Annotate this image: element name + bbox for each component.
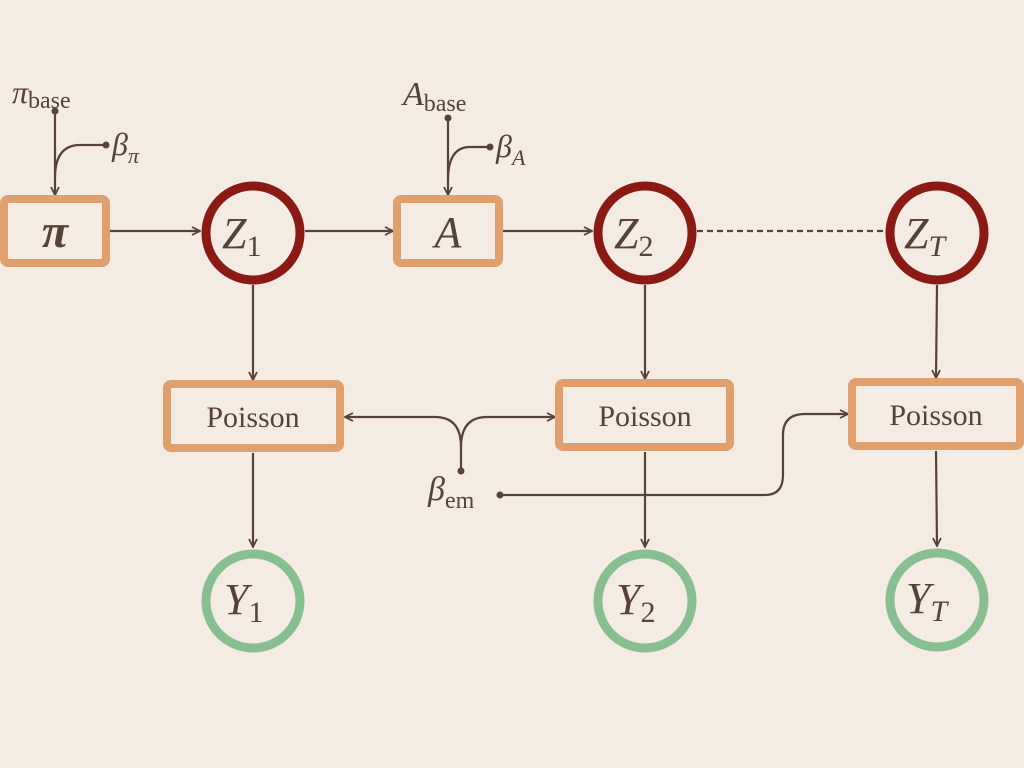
z2-label: Z2 [614,209,653,263]
poisson-node-t [848,378,1024,450]
beta-a-label: βA [495,128,526,170]
poisson-label-t: Poisson [889,399,982,432]
zt-node [885,181,989,285]
poisson-label-1: Poisson [206,401,299,434]
edge-betaem-pt [500,414,848,497]
edge-betaem-p2 [459,417,555,448]
y1-label: Y1 [224,575,263,629]
y1-node [201,549,305,653]
poisson-label-2: Poisson [598,400,691,433]
poisson-node-2 [555,379,734,451]
edge-betaem-p1 [345,417,463,471]
pi-node [0,195,110,267]
edge-zt-pt [936,284,937,378]
edge-betapi-pi [53,143,106,179]
yt-label: YT [906,574,949,628]
z1-label: Z1 [222,209,261,263]
edges [52,107,938,548]
yt-node [885,548,989,652]
a-node [393,195,503,267]
a-label: A [432,208,463,257]
y2-node [593,549,697,653]
y2-label: Y2 [616,575,655,629]
pi-label: π [42,205,70,258]
z2-node [593,181,697,285]
z1-node [201,181,305,285]
poisson-node-1 [163,380,344,452]
beta-pi-label: βπ [111,126,140,168]
pi-base-label: πbase [12,74,71,114]
edge-betaa-a [446,145,490,181]
a-base-label: Abase [401,76,466,117]
zt-label: ZT [904,209,947,263]
beta-em-label: βem [427,471,475,514]
edge-pt-yt [936,450,937,546]
